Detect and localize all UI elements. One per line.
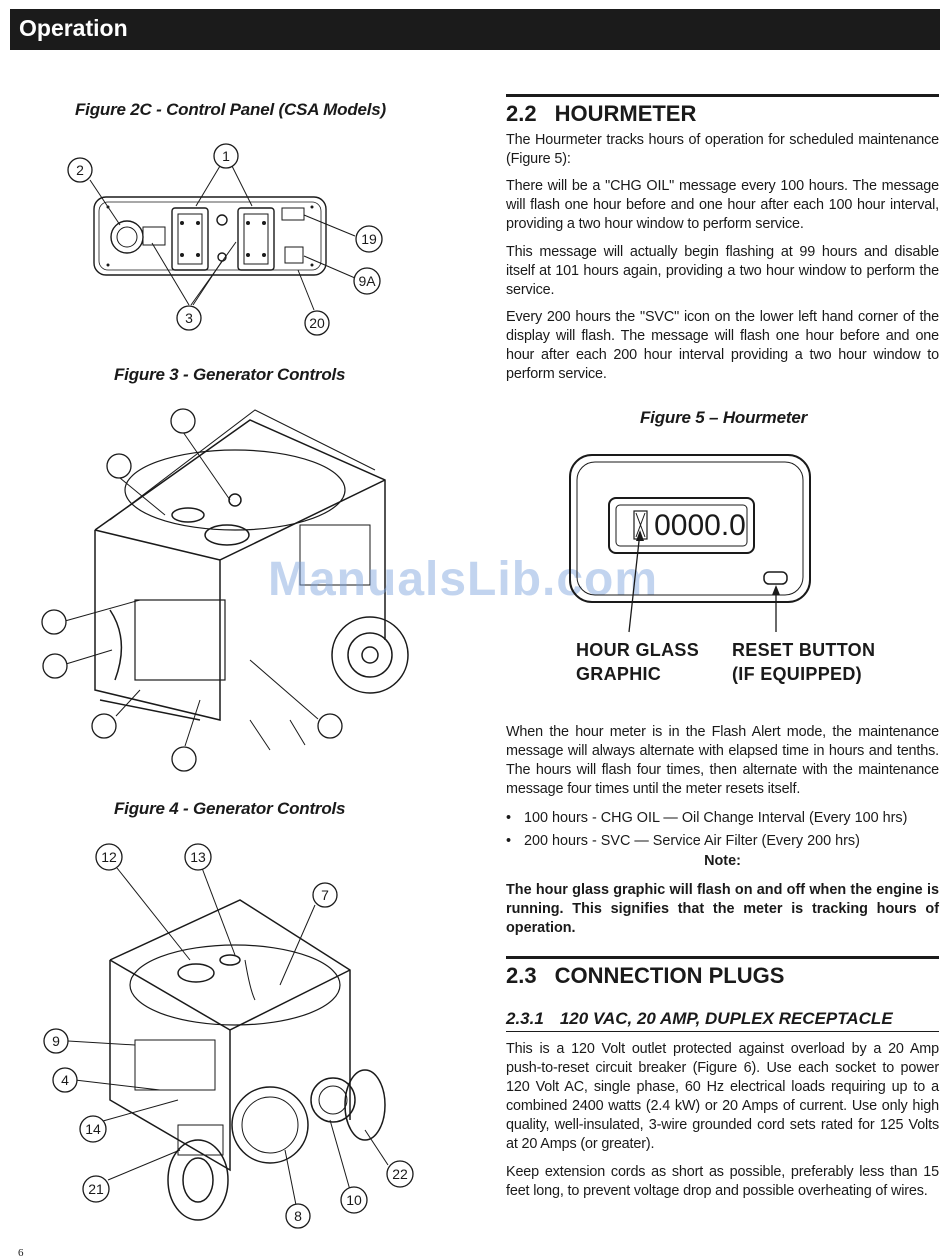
callout-22: 22	[392, 1166, 408, 1182]
subsection-heading-2-3-1: 2.3.1 120 VAC, 20 AMP, DUPLEX RECEPTACLE	[506, 1009, 939, 1032]
callout-9a: 9A	[358, 273, 376, 289]
callout-20: 20	[309, 315, 325, 331]
reset-button-label: RESET BUTTON (IF EQUIPPED)	[732, 640, 876, 684]
section-title: HOURMETER	[554, 101, 697, 126]
page-title: Operation	[19, 15, 128, 41]
control-panel-diagram: 2 1 19 9A 3 20	[67, 143, 383, 336]
hourmeter-display: 0000.0	[654, 509, 746, 542]
figure-5-caption: Figure 5 – Hourmeter	[640, 408, 807, 427]
paragraph: This is a 120 Volt outlet protected agai…	[506, 1041, 939, 1152]
paragraph: Every 200 hours the "SVC" icon on the lo…	[506, 309, 939, 382]
callout-9: 9	[52, 1033, 60, 1049]
figure-3-caption: Figure 3 - Generator Controls	[114, 365, 346, 384]
callout-19: 19	[361, 231, 377, 247]
figure-2c-caption: Figure 2C - Control Panel (CSA Models)	[75, 100, 387, 119]
list-item: •200 hours - SVC — Service Air Filter (E…	[506, 833, 860, 849]
callout-7: 7	[321, 887, 329, 903]
generator-diagram-figure-4: 12 13 7 9 4 14 21 8 10 22	[43, 843, 414, 1229]
callout-8: 8	[294, 1208, 302, 1224]
section-number: 2.3	[506, 963, 537, 988]
section-title: CONNECTION PLUGS	[554, 963, 785, 988]
paragraph: There will be a "CHG OIL" message every …	[506, 178, 939, 232]
note-title: Note:	[704, 853, 741, 869]
watermark: ManualsLib.com	[268, 553, 659, 606]
hourmeter-diagram: 0000.0	[569, 454, 811, 633]
paragraph: This message will actually begin flashin…	[506, 244, 939, 298]
note-body: The hour glass graphic will flash on and…	[506, 882, 939, 936]
callout-4: 4	[61, 1072, 69, 1088]
paragraph: The Hourmeter tracks hours of operation …	[506, 132, 939, 167]
section-heading-2-2: 2.2 HOURMETER	[506, 94, 939, 127]
callout-13: 13	[190, 849, 206, 865]
subsection-number: 2.3.1	[506, 1009, 544, 1028]
callout-10: 10	[346, 1192, 362, 1208]
callout-12: 12	[101, 849, 117, 865]
list-item: •100 hours - CHG OIL — Oil Change Interv…	[506, 810, 908, 826]
page-number: 6	[18, 1247, 24, 1259]
section-heading-2-3: 2.3 CONNECTION PLUGS	[506, 956, 939, 989]
callout-21: 21	[88, 1181, 104, 1197]
callout-1: 1	[222, 148, 230, 164]
callout-3: 3	[185, 310, 193, 326]
subsection-title: 120 VAC, 20 AMP, DUPLEX RECEPTACLE	[559, 1009, 893, 1028]
header-bar: Operation	[10, 9, 940, 50]
section-number: 2.2	[506, 101, 537, 126]
paragraph: Keep extension cords as short as possibl…	[506, 1164, 939, 1199]
figure-4-caption: Figure 4 - Generator Controls	[114, 799, 346, 818]
callout-2: 2	[76, 162, 84, 178]
generator-diagram-figure-3	[41, 408, 409, 772]
callout-14: 14	[85, 1121, 101, 1137]
paragraph: When the hour meter is in the Flash Aler…	[506, 724, 939, 797]
hour-glass-label: HOUR GLASS GRAPHIC	[576, 640, 700, 684]
